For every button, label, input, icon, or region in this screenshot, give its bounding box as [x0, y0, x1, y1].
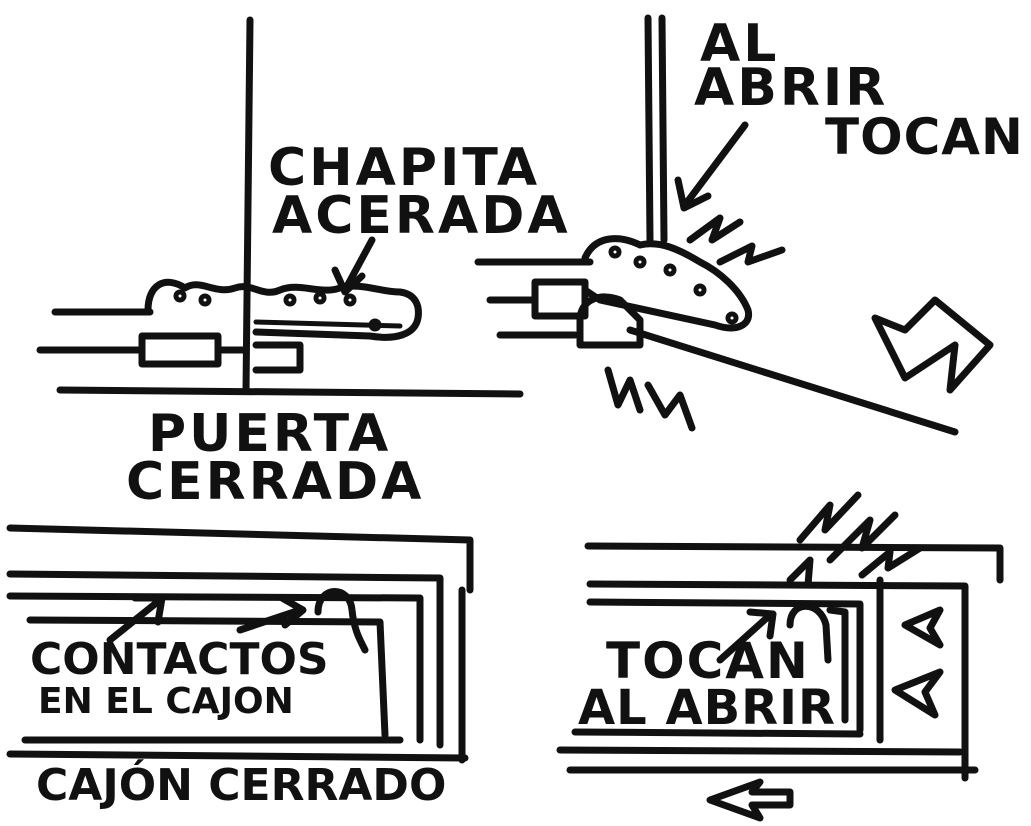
label-al: AL — [700, 14, 780, 74]
open-door-line — [626, 326, 959, 436]
spark-icon — [716, 242, 786, 266]
contact-block — [531, 278, 589, 320]
spark-icon — [786, 556, 814, 589]
contact-arrow — [106, 596, 164, 644]
tocan-arrow — [716, 611, 774, 664]
closed-door-sketch — [36, 16, 524, 398]
drawer-inner-edge-3 — [826, 606, 849, 724]
drawer-top-edge — [6, 524, 474, 594]
label-chapita: CHAPITA — [268, 138, 541, 198]
door-frame-line — [242, 16, 254, 394]
spark-icon — [858, 544, 924, 579]
steel-plate-inner — [253, 319, 403, 329]
spark-icon — [604, 366, 644, 414]
door-frame-line-left — [644, 14, 654, 244]
label-acerada: ACERADA — [272, 186, 571, 246]
floor-line — [56, 386, 524, 398]
drawer-bottom-inner — [571, 728, 864, 738]
label-contactos: CONTACTOS — [30, 634, 329, 685]
label-al-abrir-drawer: AL ABRIR — [578, 680, 836, 736]
tocan-arrow-head — [674, 176, 712, 212]
chapita-arrow-head — [331, 266, 366, 296]
left-arrow-icon — [706, 778, 794, 822]
open-drawer-sketch — [556, 491, 1004, 822]
drawer-top-edge — [584, 542, 1004, 584]
left-arrow-icon — [891, 668, 944, 719]
open-door-sketch — [474, 14, 994, 436]
contact-arrow-head — [278, 594, 307, 629]
label-en-el-cajon: EN EL CAJON — [38, 681, 294, 722]
tocan-arrow-head — [746, 608, 777, 640]
spark-icon — [644, 381, 696, 432]
contact-spring — [314, 588, 369, 654]
left-arrow-icon — [901, 606, 944, 649]
drawer-bottom-edge — [6, 750, 469, 762]
contact-hook — [252, 341, 304, 374]
steel-plate — [144, 278, 422, 341]
label-abrir: ABRIR — [694, 58, 889, 118]
direction-arrow-icon — [871, 296, 994, 394]
contact-arrow-head — [131, 594, 166, 626]
drawer-inner-edge-1 — [6, 570, 444, 749]
contact-arrow — [236, 606, 304, 634]
drawer-inner-edge-3 — [26, 616, 389, 739]
drawer-bottom-edge — [556, 746, 964, 756]
drawer-inner-edge-2 — [586, 598, 864, 734]
label-tocan: TOCAN — [825, 108, 1024, 166]
spark-icon — [686, 214, 744, 244]
contact-block — [138, 332, 222, 368]
spark-icon — [796, 491, 862, 544]
steel-plate — [581, 235, 753, 332]
label-cerrada: CERRADA — [126, 452, 425, 512]
tocan-arrow — [681, 121, 749, 209]
label-tocan-drawer: TOCAN — [606, 632, 810, 690]
contact-spring — [786, 602, 832, 664]
spark-icon — [826, 511, 899, 564]
closed-drawer-sketch — [6, 524, 474, 764]
label-cajon-cerrado: CAJÓN CERRADO — [36, 760, 447, 811]
door-frame-line-right — [658, 14, 668, 244]
chapita-arrow — [341, 236, 376, 294]
drawer-inner-edge-1 — [586, 580, 969, 782]
label-puerta: PUERTA — [148, 404, 392, 464]
